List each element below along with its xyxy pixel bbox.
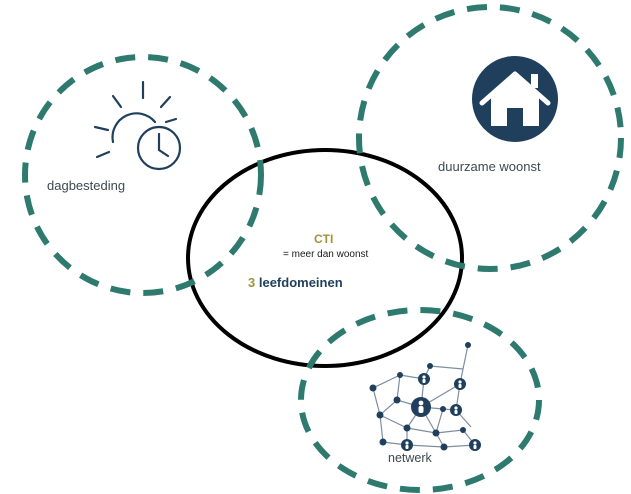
woonst-label: duurzame woonst <box>438 159 541 174</box>
house-icon <box>472 56 558 142</box>
netwerk-circle <box>298 307 542 493</box>
woonst-circle <box>356 4 624 272</box>
domains-number: 3 <box>248 275 256 290</box>
domains-label: 3 leefdomeinen <box>248 275 343 290</box>
center-title: CTI <box>314 232 334 246</box>
domains-word: leefdomeinen <box>258 275 343 290</box>
network-icon <box>369 342 481 451</box>
sun-clock-icon <box>93 80 182 171</box>
center-circle <box>186 148 464 368</box>
netwerk-label: netwerk <box>388 451 432 465</box>
center-subtitle: = meer dan woonst <box>283 249 369 260</box>
dagbesteding-label: dagbesteding <box>47 178 126 193</box>
dagbesteding-circle <box>22 54 264 296</box>
